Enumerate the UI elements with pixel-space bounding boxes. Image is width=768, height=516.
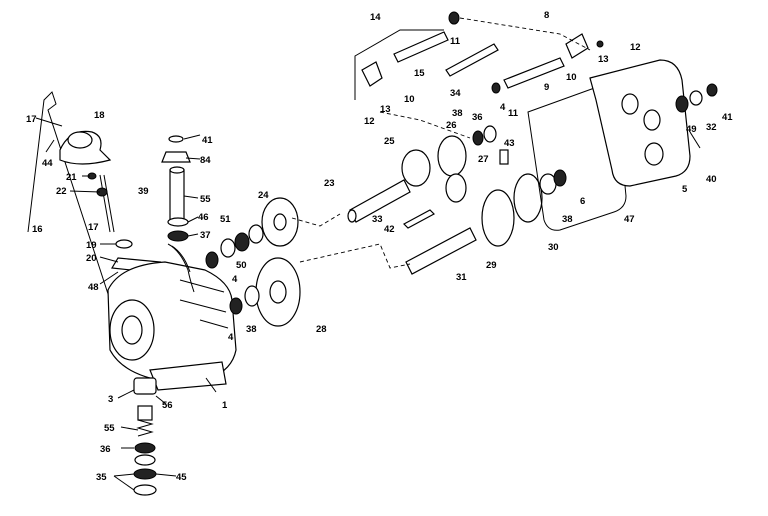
callout-4: 4 xyxy=(228,332,234,343)
callout-27: 27 xyxy=(478,154,489,165)
callout-10: 10 xyxy=(404,94,415,105)
callout-44: 44 xyxy=(42,158,53,169)
callout-3: 3 xyxy=(108,394,113,405)
callout-28: 28 xyxy=(316,324,327,335)
callout-23: 23 xyxy=(324,178,335,189)
callout-38: 38 xyxy=(452,108,463,119)
callout-21: 21 xyxy=(66,172,77,183)
callout-labels: 1 3 4 4 4 5 6 8 9 10 10 11 11 12 12 13 1… xyxy=(26,10,733,483)
callout-41: 41 xyxy=(722,112,733,123)
callout-16: 16 xyxy=(32,224,43,235)
callout-8: 8 xyxy=(544,10,549,21)
main-housing xyxy=(107,261,237,391)
cover-and-gasket xyxy=(527,59,718,231)
callout-22: 22 xyxy=(56,186,67,197)
callout-12: 12 xyxy=(364,116,375,127)
callout-11: 11 xyxy=(508,108,519,119)
callout-49: 49 xyxy=(686,124,697,135)
callout-43: 43 xyxy=(504,138,515,149)
callout-30: 30 xyxy=(548,242,559,253)
callout-41: 41 xyxy=(202,135,213,146)
callout-35: 35 xyxy=(96,472,107,483)
vertical-shaft-assembly xyxy=(161,135,195,293)
callout-10: 10 xyxy=(566,72,577,83)
callout-31: 31 xyxy=(456,272,467,283)
gear-24-group xyxy=(205,197,299,269)
center-gear-cluster xyxy=(347,125,567,275)
callout-19: 19 xyxy=(86,240,97,251)
callout-13: 13 xyxy=(380,104,391,115)
callout-36: 36 xyxy=(472,112,483,123)
leader-lines xyxy=(35,117,217,491)
callout-26: 26 xyxy=(446,120,457,131)
callout-17: 17 xyxy=(88,222,99,233)
callout-55: 55 xyxy=(200,194,211,205)
callout-33: 33 xyxy=(372,214,383,225)
callout-47: 47 xyxy=(624,214,635,225)
callout-4: 4 xyxy=(500,102,506,113)
callout-17: 17 xyxy=(26,114,37,125)
callout-55: 55 xyxy=(104,423,115,434)
callout-13: 13 xyxy=(598,54,609,65)
callout-42: 42 xyxy=(384,224,395,235)
alignment-lines xyxy=(291,17,591,269)
callout-18: 18 xyxy=(94,110,105,121)
callout-34: 34 xyxy=(450,88,461,99)
callout-48: 48 xyxy=(88,282,99,293)
callout-15: 15 xyxy=(414,68,425,79)
callout-5: 5 xyxy=(682,184,688,195)
callout-12: 12 xyxy=(630,42,641,53)
callout-37: 37 xyxy=(200,230,211,241)
callout-40: 40 xyxy=(706,174,717,185)
lower-shaft-stack xyxy=(133,377,157,496)
callout-38: 38 xyxy=(246,324,257,335)
callout-9: 9 xyxy=(544,82,549,93)
callout-29: 29 xyxy=(486,260,497,271)
callout-46: 46 xyxy=(198,212,209,223)
callout-4: 4 xyxy=(232,274,238,285)
callout-45: 45 xyxy=(176,472,187,483)
callout-84: 84 xyxy=(200,155,211,166)
callout-11: 11 xyxy=(450,36,461,47)
callout-32: 32 xyxy=(706,122,717,133)
callout-56: 56 xyxy=(162,400,173,411)
callout-50: 50 xyxy=(236,260,247,271)
shift-fork-assembly xyxy=(354,11,604,100)
gear-28-group xyxy=(229,257,301,327)
callout-20: 20 xyxy=(86,253,97,264)
callout-38: 38 xyxy=(562,214,573,225)
callout-1: 1 xyxy=(222,400,228,411)
callout-25: 25 xyxy=(384,136,395,147)
callout-36: 36 xyxy=(100,444,111,455)
callout-14: 14 xyxy=(370,12,381,23)
callout-6: 6 xyxy=(580,196,585,207)
callout-51: 51 xyxy=(220,214,231,225)
callout-24: 24 xyxy=(258,190,269,201)
callout-39: 39 xyxy=(138,186,149,197)
